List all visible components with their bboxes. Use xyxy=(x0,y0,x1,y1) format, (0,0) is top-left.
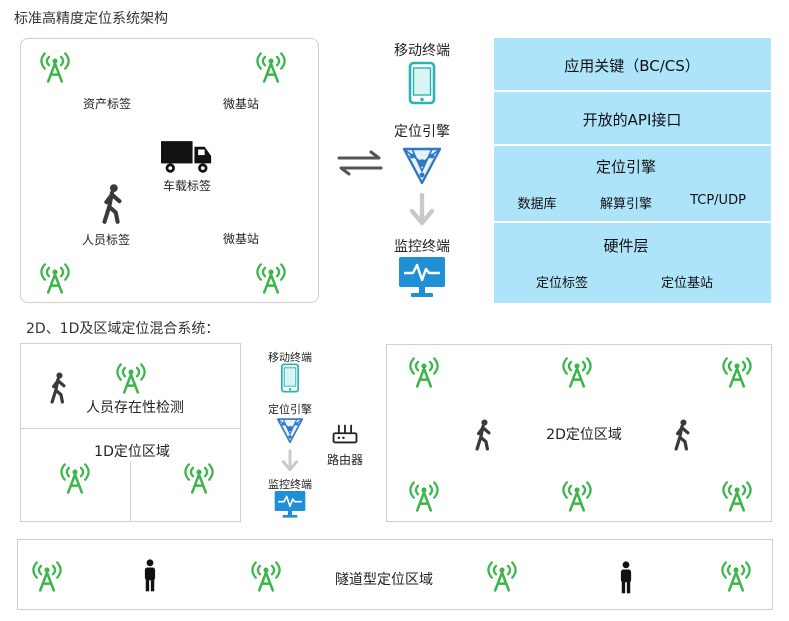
router-icon xyxy=(332,424,358,444)
positioning-engine-label: 定位引擎 xyxy=(394,124,450,140)
monitor-terminal-label: 监控终端 xyxy=(268,478,312,491)
walking-person-icon xyxy=(47,371,69,405)
engine-layer-title: 定位引擎 xyxy=(595,158,657,176)
walking-person-icon xyxy=(472,418,494,452)
zone-divider xyxy=(130,462,131,521)
bidirectional-arrows-icon xyxy=(335,150,385,176)
signal-tower-icon xyxy=(254,261,288,295)
signal-tower-icon xyxy=(182,461,216,495)
signal-tower-icon xyxy=(30,559,64,593)
router-label: 路由器 xyxy=(326,453,364,467)
person-tag-label: 人员标签 xyxy=(81,233,131,247)
mobile-terminal-label: 移动终端 xyxy=(394,43,450,59)
engine-layer-item: TCP/UDP xyxy=(690,193,746,208)
tunnel-zone-panel xyxy=(17,539,773,610)
zone-divider xyxy=(21,428,240,429)
signal-tower-icon xyxy=(719,559,753,593)
hardware-layer-item: 定位基站 xyxy=(660,276,714,291)
tunnel-zone-label: 隧道型定位区域 xyxy=(335,572,433,588)
down-arrow-icon xyxy=(407,193,437,227)
mobile-phone-icon xyxy=(408,61,436,105)
hardware-layer-item: 定位标签 xyxy=(535,276,589,291)
signal-tower-icon xyxy=(58,461,92,495)
signal-tower-icon xyxy=(407,355,441,389)
asset-tag-label: 资产标签 xyxy=(82,97,132,111)
mobile-terminal-label: 移动终端 xyxy=(268,351,312,364)
monitor-icon xyxy=(274,490,306,520)
down-arrow-icon xyxy=(280,449,300,473)
open-api-layer-label: 开放的API接口 xyxy=(582,111,682,129)
mobile-phone-icon xyxy=(280,363,300,393)
monitor-terminal-label: 监控终端 xyxy=(394,239,450,255)
application-layer xyxy=(494,38,771,90)
signal-tower-icon xyxy=(485,559,519,593)
monitor-icon xyxy=(398,256,446,300)
hardware-layer-title: 硬件层 xyxy=(603,237,649,255)
walking-person-icon xyxy=(98,183,126,225)
hardware-layer xyxy=(494,223,771,303)
bottom-title: 2D、1D及区域定位混合系统： xyxy=(26,321,220,337)
standing-person-icon xyxy=(617,561,635,595)
signal-tower-icon xyxy=(254,50,288,84)
signal-tower-icon xyxy=(720,355,754,389)
positioning-engine-icon xyxy=(275,415,305,445)
signal-tower-icon xyxy=(38,261,72,295)
engine-layer xyxy=(494,146,771,221)
signal-tower-icon xyxy=(560,479,594,513)
engine-layer-item: 解算引擎 xyxy=(599,197,653,212)
signal-tower-icon xyxy=(407,479,441,513)
positioning-engine-icon xyxy=(400,143,444,187)
standing-person-icon xyxy=(141,559,159,593)
vehicle-tag-label: 车载标签 xyxy=(162,179,212,193)
application-layer-label: 应用关键（BC/CS） xyxy=(564,57,700,75)
truck-icon xyxy=(161,137,213,175)
zone-1d-label: 1D定位区域 xyxy=(94,444,170,460)
base-station-label: 微基站 xyxy=(222,232,260,246)
signal-tower-icon xyxy=(38,50,72,84)
signal-tower-icon xyxy=(249,559,283,593)
signal-tower-icon xyxy=(114,361,148,395)
signal-tower-icon xyxy=(560,355,594,389)
presence-detection-label: 人员存在性检测 xyxy=(86,400,184,416)
walking-person-icon xyxy=(671,418,693,452)
base-station-label: 微基站 xyxy=(222,97,260,111)
zone-2d-label: 2D定位区域 xyxy=(546,427,622,443)
positioning-engine-label: 定位引擎 xyxy=(268,403,312,416)
open-api-layer xyxy=(494,92,771,144)
engine-layer-item: 数据库 xyxy=(517,197,557,212)
signal-tower-icon xyxy=(720,479,754,513)
top-title: 标准高精度定位系统架构 xyxy=(14,11,168,27)
